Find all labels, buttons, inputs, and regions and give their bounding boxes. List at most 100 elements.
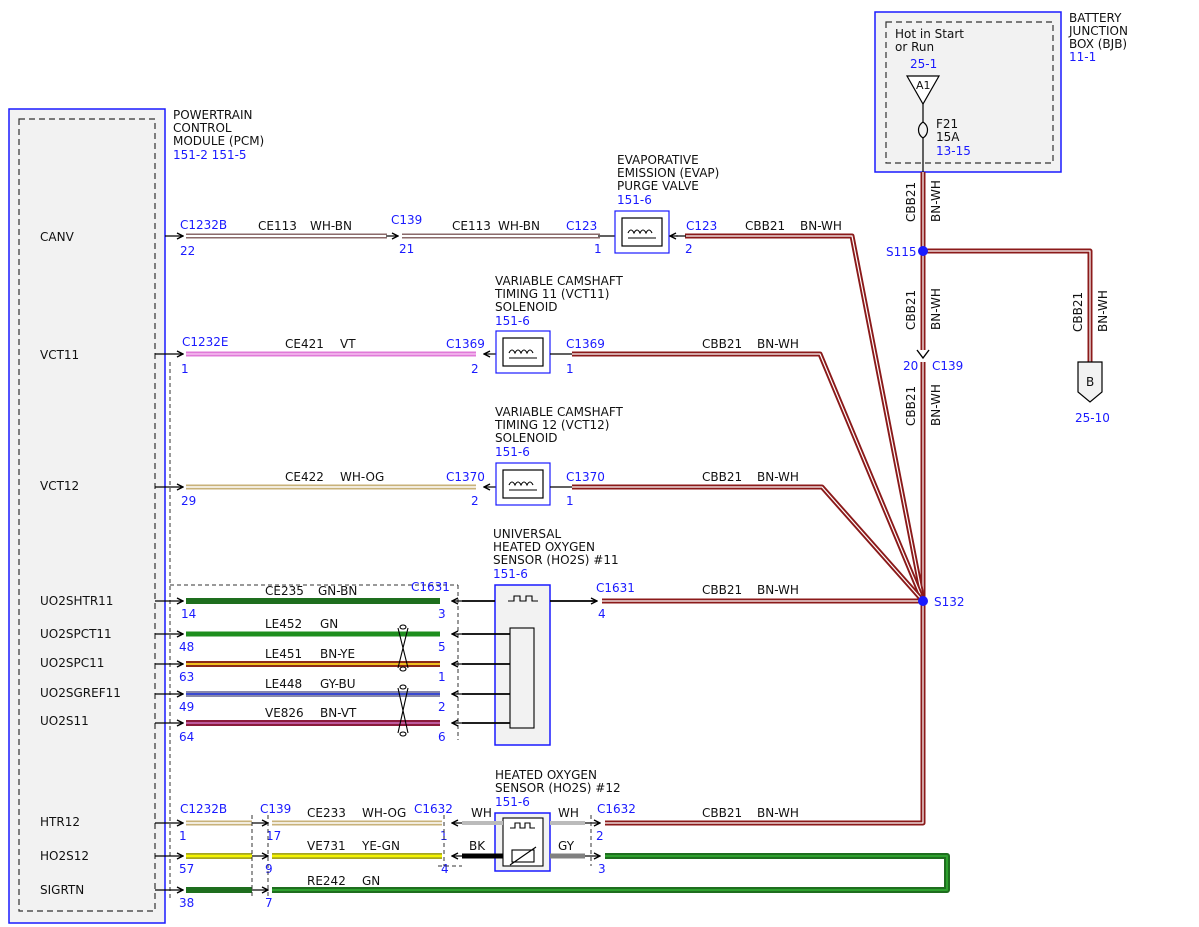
bjb-box: BATTERY JUNCTION BOX (BJB) 11-1 Hot in S… — [874, 11, 1128, 173]
htr12-conn2: C139 — [260, 802, 291, 816]
vct11-conn1: C1232E — [182, 335, 229, 349]
battery-trunk-labels: CBB21 BN-WH CBB21 BN-WH CBB21 BN-WH CBB2… — [886, 180, 1110, 609]
uo2-feed-color: BN-WH — [757, 583, 799, 597]
uo2-feed-pin: 4 — [598, 607, 606, 621]
htr12-conn3: C1632 — [414, 802, 453, 816]
ho2-feed-circuit: CBB21 — [702, 806, 742, 820]
htr12-pin2: 17 — [266, 829, 281, 843]
vct11-circuit-id: CE421 — [285, 337, 324, 351]
ho2-feed-color: BN-WH — [757, 806, 799, 820]
vct11-name-2: TIMING 11 (VCT11) — [494, 287, 610, 301]
evap-valve: EVAPORATIVE EMISSION (EVAP) PURGE VALVE … — [614, 153, 842, 256]
vct11-circuit: C1232E 1 CE421 VT C1369 2 VARIABLE CAMSH… — [155, 274, 799, 376]
uo2sgref11-circuit: 49 LE448 GY-BU 2 — [155, 677, 510, 714]
uo2shtr11-color: GN-BN — [318, 584, 357, 598]
connector-b: B — [1086, 375, 1094, 389]
htr12-pin1: 1 — [179, 829, 187, 843]
splice-s115-dot — [918, 246, 928, 256]
htr12-color: WH-OG — [362, 806, 406, 820]
uo2s11-pin2: 6 — [438, 730, 446, 744]
trunk-lower-circuit: CBB21 — [904, 386, 918, 426]
vct12-pin1: 29 — [181, 494, 196, 508]
uo2shtr11-circuit: 14 CE235 GN-BN C1631 3 — [155, 580, 495, 621]
uo2spc11-circuit-id: LE451 — [265, 647, 302, 661]
uo2spc11-pin2: 1 — [438, 670, 446, 684]
evap-name-3: PURGE VALVE — [617, 179, 699, 193]
pin-vct12: VCT12 — [40, 479, 79, 493]
vct11-name-1: VARIABLE CAMSHAFT — [495, 274, 624, 288]
ho2s12-pin3: 4 — [441, 862, 449, 876]
pin-uo2spc11: UO2SPC11 — [40, 656, 104, 670]
uo2shtr11-circuit-id: CE235 — [265, 584, 304, 598]
sigrtn-color: GN — [362, 874, 380, 888]
ho2s12-circuit-id: VE731 — [307, 839, 346, 853]
vct11-feed-pin: 1 — [566, 362, 574, 376]
canv-circuit: C1232B 22 CE113 WH-BN C139 21 CE113 WH-B… — [165, 213, 616, 258]
vct12-feed-circuit: CBB21 — [702, 470, 742, 484]
vct12-circuit-id: CE422 — [285, 470, 324, 484]
htr12-conn1: C1232B — [180, 802, 227, 816]
ho2s12-sensor: HEATED OXYGEN SENSOR (HO2S) #12 151-6 — [494, 768, 621, 872]
uo2spct11-circuit: 48 LE452 GN 5 — [155, 617, 510, 654]
ho2-feed-pin: 2 — [596, 829, 604, 843]
ho2s12-circuit: 57 9 VE731 YE-GN 4 BK GY 3 — [155, 839, 606, 876]
uo2-feed-circuit: CBB21 — [702, 583, 742, 597]
canv-conn2: C139 — [391, 213, 422, 227]
bjb-name-1: BATTERY — [1069, 11, 1122, 25]
vct12-feed-pin: 1 — [566, 494, 574, 508]
uo2spct11-pin2: 5 — [438, 640, 446, 654]
canv-conn3: C123 — [566, 219, 597, 233]
bjb-name-3: BOX (BJB) — [1069, 37, 1127, 51]
trunk-lower-color: BN-WH — [929, 384, 943, 426]
splice-s132: S132 — [934, 595, 965, 609]
coil-icon — [508, 481, 534, 487]
pcm-name-1: POWERTRAIN — [173, 108, 253, 122]
pin-vct11: VCT11 — [40, 348, 79, 362]
ho2s12-pin2: 9 — [265, 862, 273, 876]
uo2spc11-color: BN-YE — [320, 647, 355, 661]
vct11-ref: 151-6 — [495, 314, 530, 328]
bjb-hot-1: Hot in Start — [895, 27, 964, 41]
vct11-feed-circuit: CBB21 — [702, 337, 742, 351]
vct12-circuit: 29 CE422 WH-OG C1370 2 VARIABLE CAMSHAFT… — [155, 405, 799, 508]
uo2sgref11-color: GY-BU — [320, 677, 356, 691]
vct12-ref: 151-6 — [495, 445, 530, 459]
uo2s11-circuit-id: VE826 — [265, 706, 304, 720]
ho2s12-ref: 151-6 — [495, 795, 530, 809]
c139-trunk-arrow — [916, 349, 930, 360]
uo2spc11-pin1: 63 — [179, 670, 194, 684]
vct12-color: WH-OG — [340, 470, 384, 484]
heater-icon — [508, 595, 538, 602]
ho2s12-lead-in: BK — [469, 839, 486, 853]
ho2s12-name-1: HEATED OXYGEN — [495, 768, 597, 782]
pcm-refs: 151-2 151-5 — [173, 148, 247, 162]
canv-pin2: 21 — [399, 242, 414, 256]
vct11-name-3: SOLENOID — [495, 300, 558, 314]
vct11-pin1: 1 — [181, 362, 189, 376]
bjb-conn: A1 — [916, 79, 931, 92]
evap-name-2: EMISSION (EVAP) — [617, 166, 719, 180]
connector-dashed-brackets — [251, 815, 592, 898]
canv-color2: WH-BN — [498, 219, 540, 233]
uo2sgref11-circuit-id: LE448 — [265, 677, 302, 691]
uo2shtr11-pin1: 14 — [181, 607, 196, 621]
vct12-name-1: VARIABLE CAMSHAFT — [495, 405, 624, 419]
sigrtn-pin2: 7 — [265, 896, 273, 910]
uo2-feed-conn: C1631 — [596, 581, 635, 595]
evap-feed-circuit: CBB21 — [745, 219, 785, 233]
ho2s12-name-2: SENSOR (HO2S) #12 — [495, 781, 621, 795]
bjb-ref: 11-1 — [1069, 50, 1096, 64]
branch-circuit: CBB21 — [1071, 292, 1085, 332]
variable-resistor-icon — [509, 846, 537, 866]
ho2s11-name-2: HEATED OXYGEN — [493, 540, 595, 554]
vct12-conn2: C1370 — [446, 470, 485, 484]
uo2spc11-circuit: 63 LE451 BN-YE 1 — [155, 647, 510, 684]
twisted-pair-marks — [397, 624, 409, 737]
htr12-lead-in: WH — [471, 806, 492, 820]
battery-trunk — [572, 172, 1093, 826]
pin-uo2sgref11: UO2SGREF11 — [40, 686, 121, 700]
connector-b-ref: 25-10 — [1075, 411, 1110, 425]
htr12-circuit-id: CE233 — [307, 806, 346, 820]
sigrtn-circuit-id: RE242 — [307, 874, 346, 888]
